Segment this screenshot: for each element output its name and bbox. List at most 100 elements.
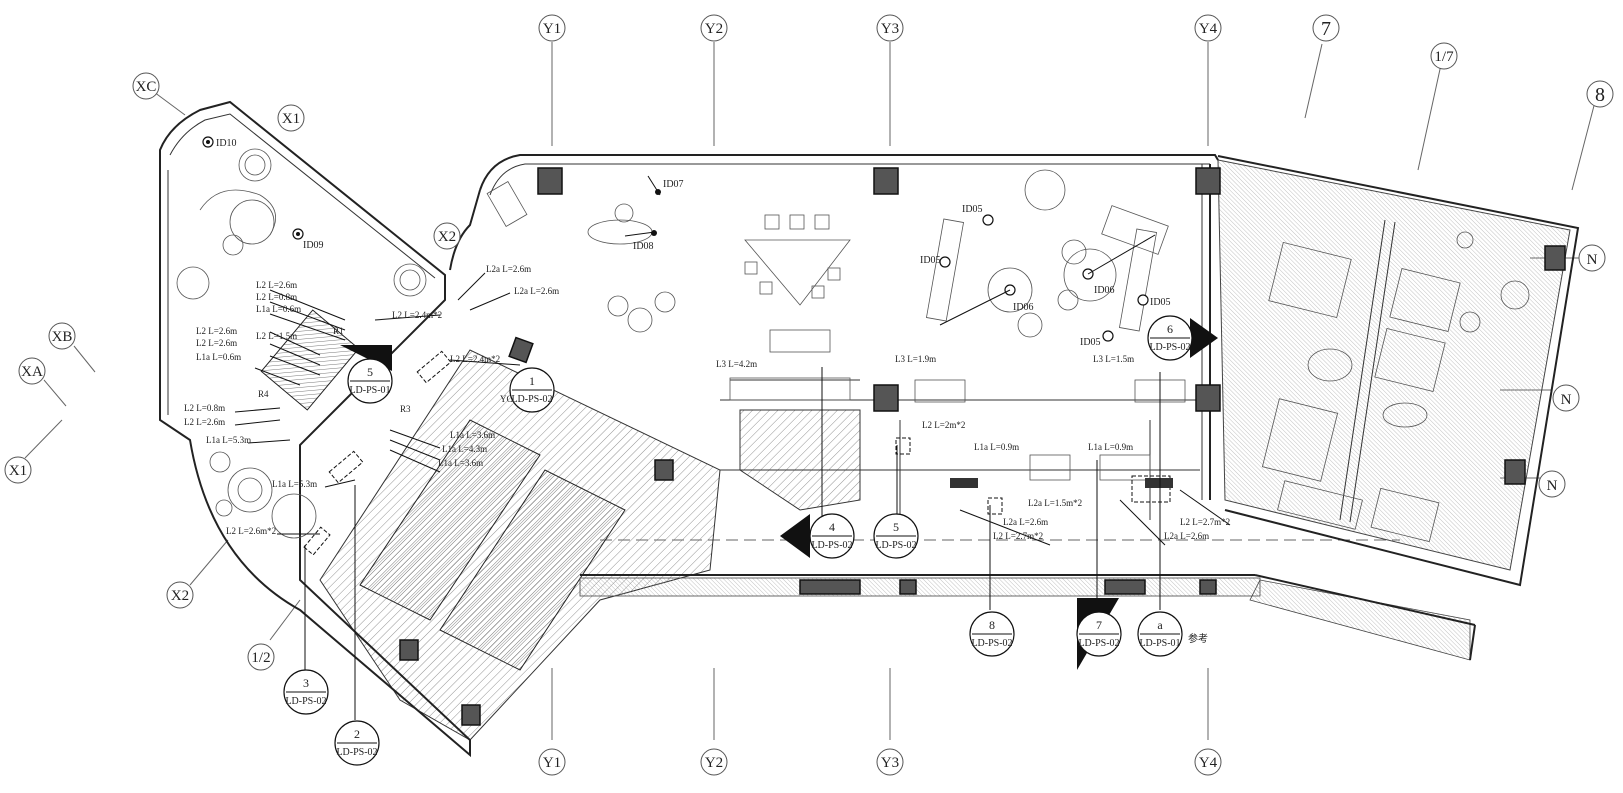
fixture-id09-dot-icon <box>296 232 300 236</box>
grid-label-y1-bottom: Y1 <box>543 755 561 771</box>
section-marker-ref: LD-PS-02 <box>875 540 916 551</box>
fixture-tag-id06-b: ID06 <box>1094 285 1115 296</box>
section-marker[interactable]: 3 LD-PS-02 <box>283 669 329 715</box>
dim-label: L2 L=0.8m <box>256 292 297 302</box>
fixture-tag-id09: ID09 <box>303 240 324 251</box>
section-marker-number: 4 <box>829 520 835 534</box>
fixture-id10-dot-icon <box>206 140 210 144</box>
section-marker[interactable]: 7 LD-PS-02 <box>1076 598 1122 670</box>
grid-bubble-xc: XC <box>132 72 160 100</box>
grid-label-1-7: 1/7 <box>1434 49 1454 65</box>
grid-bubble-8: 8 <box>1586 80 1614 108</box>
dim-label: L1a L=0.9m <box>974 442 1019 452</box>
room-tag-r4: R4 <box>258 389 269 399</box>
dim-label: L2 L=2.4m*2 <box>392 310 442 320</box>
grid-label-y2-bottom: Y2 <box>705 755 723 771</box>
dim-label: L3 L=4.2m <box>716 359 757 369</box>
dim-label: L2 L=2m*2 <box>922 420 965 430</box>
section-marker-ref: LD-PS-02 <box>285 696 326 707</box>
section-marker[interactable]: 2 LD-PS-02 <box>334 720 380 766</box>
grid-bubble-y4-bottom: Y4 <box>1194 748 1222 776</box>
fixture-id05-d-icon <box>1102 330 1114 342</box>
grid-bubble-x1-left: X1 <box>4 456 32 484</box>
room-tag-r3: R3 <box>400 404 411 414</box>
fixture-id05-b-icon <box>939 256 951 268</box>
grid-bubble-x1-top: X1 <box>277 104 305 132</box>
grid-label-n2: N <box>1561 392 1572 408</box>
dim-label: L3 L=1.9m <box>895 354 936 364</box>
grid-label-x1-left: X1 <box>9 463 27 479</box>
dim-label: L2 L=2.7m*2 <box>1180 517 1230 527</box>
section-marker-number: 8 <box>989 618 995 632</box>
dim-label: L2a L=2.6m <box>486 264 531 274</box>
grid-label-1-2: 1/2 <box>251 650 270 666</box>
section-marker-ref: LD-PS-01 <box>1139 638 1180 649</box>
outer-walls <box>159 100 1580 758</box>
hatched-zones <box>319 159 1571 741</box>
grid-label-xc: XC <box>136 79 157 95</box>
section-marker-number: 5 <box>367 365 373 379</box>
dim-label: L1a L=3.6m <box>450 430 495 440</box>
dim-label: L1a L=4.3m <box>442 444 487 454</box>
section-marker-number: 2 <box>354 727 360 741</box>
section-marker-number: 1 <box>529 374 535 388</box>
section-marker-ref: LD-PS-02 <box>511 394 552 405</box>
fixture-id08-icon <box>651 230 657 236</box>
section-marker-ref: LD-PS-02 <box>1078 638 1119 649</box>
grid-label-n3: N <box>1547 478 1558 494</box>
grid-bubble-y1-top: Y1 <box>538 14 566 42</box>
leader-lines <box>234 272 1231 720</box>
dim-label: L2a L=2.6m <box>514 286 559 296</box>
room-tag-r1: R1 <box>333 326 344 336</box>
dim-label: L2 L=2.6m <box>256 280 297 290</box>
grid-label-y3-top: Y3 <box>881 21 899 37</box>
grid-bubbles: Y1 Y2 Y3 Y4 Y1 Y2 Y3 Y4 <box>4 14 1614 776</box>
section-marker[interactable]: 5 LD-PS-01 <box>340 345 393 404</box>
section-marker[interactable]: 8 LD-PS-02 <box>969 611 1015 657</box>
section-marker[interactable]: 6 LD-PS-02 <box>1147 315 1218 361</box>
section-marker[interactable]: 4 LD-PS-02 <box>780 513 855 559</box>
fixture-tag-id05-b: ID05 <box>920 255 941 266</box>
fixture-tag-id05-d: ID05 <box>1080 337 1101 348</box>
fixture-id05-c-icon <box>1137 294 1149 306</box>
grid-bubble-y3-top: Y3 <box>876 14 904 42</box>
dim-label: L2a L=1.5m*2 <box>1028 498 1082 508</box>
section-marker[interactable]: 1 LD-PS-02 <box>509 367 555 413</box>
grid-bubble-xb: XB <box>48 322 76 350</box>
section-marker[interactable]: 5 LD-PS-02 <box>873 513 919 559</box>
dim-label: L1a L=5.3m <box>206 435 251 445</box>
grid-label-x2-bottom: X2 <box>171 588 189 604</box>
section-marker[interactable]: a LD-PS-01 <box>1137 611 1183 657</box>
grid-label-y3-bottom: Y3 <box>881 755 899 771</box>
grid-bubble-n2: N <box>1552 384 1580 412</box>
dim-label: L1a L=5.3m <box>272 479 317 489</box>
dim-label: L2 L=2.6m <box>196 326 237 336</box>
fixture-tags: ID10 ID09 ID07 ID08 ID05 ID05 ID06 ID06 … <box>216 138 1171 348</box>
linear-runs <box>260 309 1173 556</box>
grid-bubble-x2-mid: X2 <box>433 222 461 250</box>
columns <box>399 167 1566 726</box>
fixture-symbols <box>202 136 1156 342</box>
fixture-tag-id05-c: ID05 <box>1150 297 1171 308</box>
section-marker-number: 6 <box>1167 322 1173 336</box>
dim-label: L2a L=2.6m <box>1164 531 1209 541</box>
grid-bubble-1-7: 1/7 <box>1430 42 1458 70</box>
grid-label-x1-top: X1 <box>282 111 300 127</box>
room-tag-yc: YC <box>500 394 513 404</box>
dim-label: L2a L=2.6m <box>1003 517 1048 527</box>
grid-label-y1-top: Y1 <box>543 21 561 37</box>
grid-label-y4-top: Y4 <box>1199 21 1218 37</box>
grid-bubble-7: 7 <box>1312 14 1340 42</box>
dim-label: L1a L=0.6m <box>256 304 301 314</box>
furniture <box>176 148 1530 543</box>
fixture-tag-id10: ID10 <box>216 138 237 149</box>
dim-label: L1a L=3.6m <box>438 458 483 468</box>
section-marker-number: a <box>1157 618 1163 632</box>
grid-bubble-n1: N <box>1578 244 1606 272</box>
dim-label: L2 L=2.4m*2 <box>450 354 500 364</box>
section-marker-ref: LD-PS-02 <box>971 638 1012 649</box>
grid-label-7: 7 <box>1321 18 1331 40</box>
reference-note: 参考 <box>1188 632 1208 645</box>
dim-label: L2 L=2.7m*2 <box>993 531 1043 541</box>
